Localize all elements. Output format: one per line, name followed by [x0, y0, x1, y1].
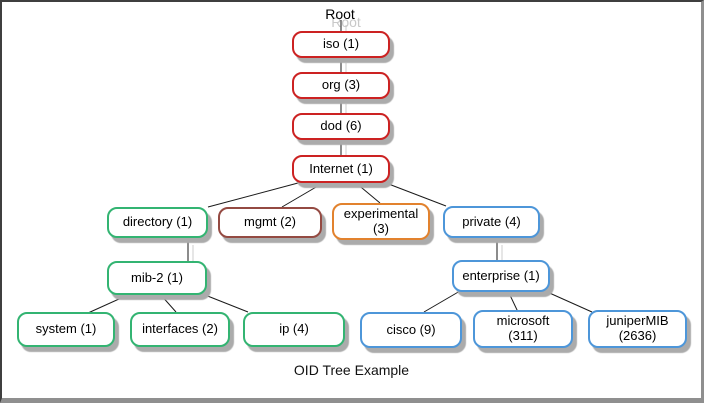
- root-label: Root: [325, 6, 355, 22]
- node-cisco: cisco (9): [360, 312, 462, 348]
- node-system: system (1): [17, 312, 115, 347]
- connector-main-lines: [87, 20, 593, 314]
- diagram-title: OID Tree Example: [293, 362, 410, 378]
- node-interfaces: interfaces (2): [130, 312, 230, 347]
- node-mgmt: mgmt (2): [218, 207, 322, 238]
- node-iso: iso (1): [292, 31, 390, 58]
- node-mib-2: mib-2 (1): [107, 261, 207, 295]
- node-dod: dod (6): [292, 113, 390, 140]
- node-experimental: experimental (3): [332, 203, 430, 240]
- node-enterprise: enterprise (1): [452, 260, 550, 292]
- node-microsoft: microsoft (311): [473, 310, 573, 348]
- node-private: private (4): [443, 206, 540, 238]
- node-org: org (3): [292, 72, 390, 99]
- node-directory: directory (1): [107, 207, 208, 238]
- node-junipermib: juniperMIB (2636): [588, 310, 687, 348]
- connector-lines: [87, 20, 593, 314]
- node-internet: Internet (1): [292, 155, 390, 183]
- node-ip: ip (4): [243, 312, 345, 347]
- root-label-shadow: Root: [331, 14, 361, 30]
